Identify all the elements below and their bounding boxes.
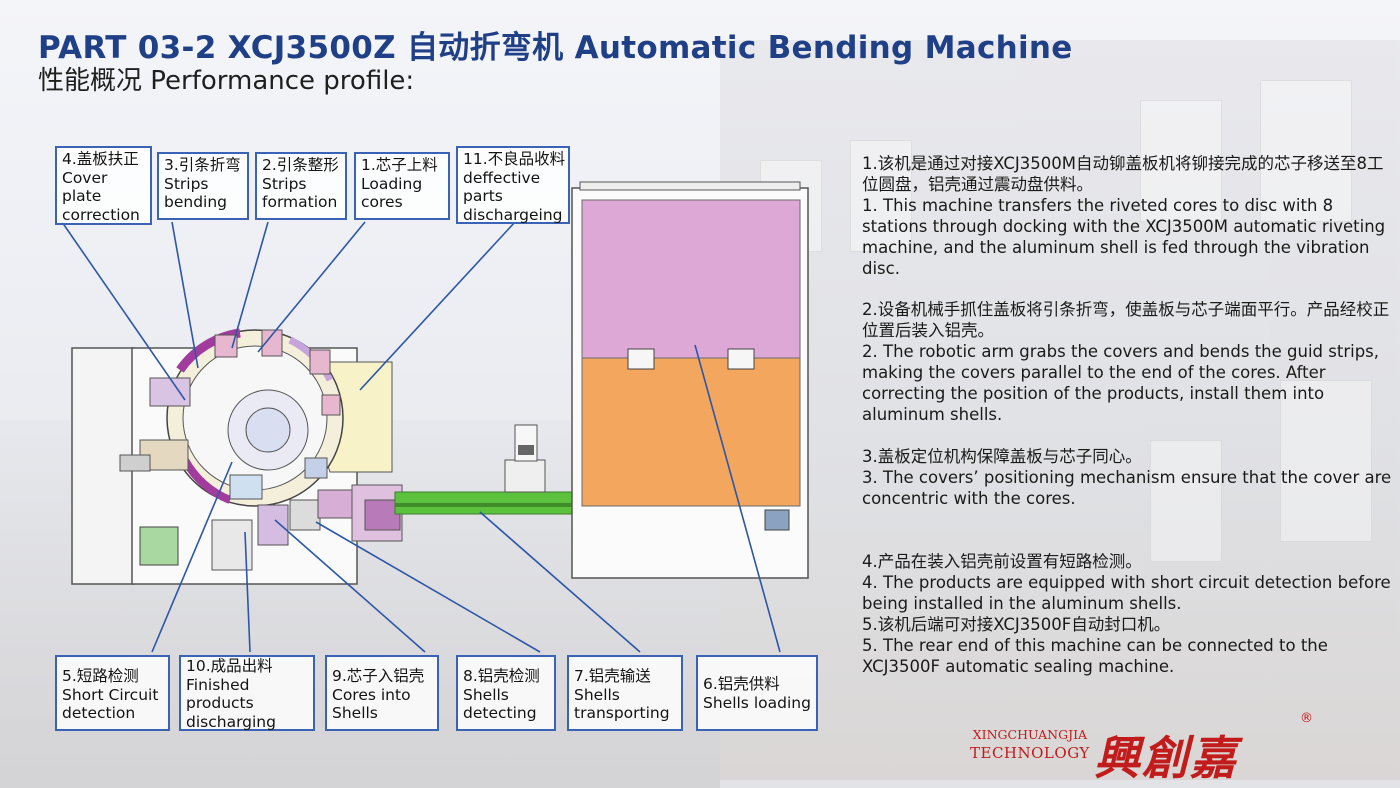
label-line: 4.盖板扶正 [62,150,139,168]
label-line: 1.芯子上料 [361,156,438,174]
label-loading-cores: 1.芯子上料 Loading cores [354,152,450,220]
label-line: Strips [164,174,209,193]
description-en: 3. The covers’ positioning mechanism ens… [862,468,1392,508]
label-line: dischargeing [463,205,563,224]
label-line: products [186,694,254,712]
label-line: parts [463,187,503,205]
label-line: cores [361,193,403,211]
brand-logo-chinese: 興創嘉 [1094,731,1238,785]
description-cn: 4.产品在装入铝壳前设置有短路检测。 [862,552,1142,571]
label-line: 2.引条整形 [262,156,339,174]
label-shells-detecting: 8.铝壳检测 Shells detecting [456,655,556,731]
label-line: plate [62,187,102,205]
background-building-photo [720,40,1400,780]
label-shells-loading: 6.铝壳供料 Shells loading [696,655,818,731]
label-line: Loading [361,174,423,193]
description-cn: 3.盖板定位机构保障盖板与芯子同心。 [862,447,1142,466]
label-strips-bending: 3.引条折弯 Strips bending [157,152,249,220]
registered-mark: ® [1300,711,1313,726]
label-line: Short Circuit [62,685,159,704]
label-line: bending [164,193,228,211]
description-item-2: 2.设备机械手抓住盖板将引条折弯，使盖板与芯子端面平行。产品经校正位置后装入铝壳… [862,299,1392,425]
label-shells-transporting: 7.铝壳输送 Shells transporting [567,655,683,731]
label-line: 7.铝壳输送 [574,667,651,685]
description-en: 4. The products are equipped with short … [862,573,1391,613]
label-line: 8.铝壳检测 [463,667,540,685]
brand-line: XINGCHUANGJIA [972,727,1088,742]
label-cover-plate-correction: 4.盖板扶正 Cover plate correction [55,146,152,225]
description-cn: 1.该机是通过对接XCJ3500M自动铆盖板机将铆接完成的芯子移送至8工位圆盘，… [862,154,1384,194]
label-line: Strips [262,174,307,193]
brand-line: TECHNOLOGY [970,744,1090,762]
label-line: 9.芯子入铝壳 [332,667,425,685]
label-line: Cores into [332,685,411,704]
page-subtitle: 性能概况 Performance profile: [38,66,415,96]
label-line: 3.引条折弯 [164,156,241,174]
label-line: formation [262,193,338,211]
description-item-4: 4.产品在装入铝壳前设置有短路检测。 4. The products are e… [862,551,1392,677]
label-line: Cover [62,168,108,187]
label-defective-parts-discharging: 11.不良品收料 deffective parts dischargeing [456,146,570,224]
description-en: 2. The robotic arm grabs the covers and … [862,342,1380,424]
label-line: detecting [463,704,537,722]
label-finished-products-discharging: 10.成品出料 Finished products discharging [179,655,315,731]
label-line: discharging [186,712,276,731]
label-line: correction [62,205,140,224]
description-en: 5. The rear end of this machine can be c… [862,636,1328,676]
description-cn: 2.设备机械手抓住盖板将引条折弯，使盖板与芯子端面平行。产品经校正位置后装入铝壳… [862,300,1390,340]
label-line: 11.不良品收料 [463,150,566,168]
brand-english-name: XINGCHUANGJIA TECHNOLOGY [970,726,1090,762]
description-item-1: 1.该机是通过对接XCJ3500M自动铆盖板机将铆接完成的芯子移送至8工位圆盘，… [862,153,1392,279]
label-line: Shells [332,704,378,722]
label-line: 10.成品出料 [186,657,273,675]
description-cn: 5.该机后端可对接XCJ3500F自动封口机。 [862,615,1171,634]
label-strips-formation: 2.引条整形 Strips formation [255,152,347,220]
label-line: Shells [574,685,620,704]
label-cores-into-shells: 9.芯子入铝壳 Cores into Shells [325,655,439,731]
description-item-3: 3.盖板定位机构保障盖板与芯子同心。 3. The covers’ positi… [862,446,1392,509]
label-line: Shells loading [703,693,811,712]
label-line: Finished [186,675,250,694]
label-line: Shells [463,685,509,704]
label-short-circuit-detection: 5.短路检测 Short Circuit detection [55,655,170,731]
label-line: 6.铝壳供料 [703,675,780,693]
description-en: 1. This machine transfers the riveted co… [862,196,1386,278]
label-line: detection [62,704,136,722]
label-line: deffective [463,168,541,187]
label-line: 5.短路检测 [62,667,139,685]
label-line: transporting [574,704,670,722]
page-title: PART 03-2 XCJ3500Z 自动折弯机 Automatic Bendi… [38,30,1073,66]
